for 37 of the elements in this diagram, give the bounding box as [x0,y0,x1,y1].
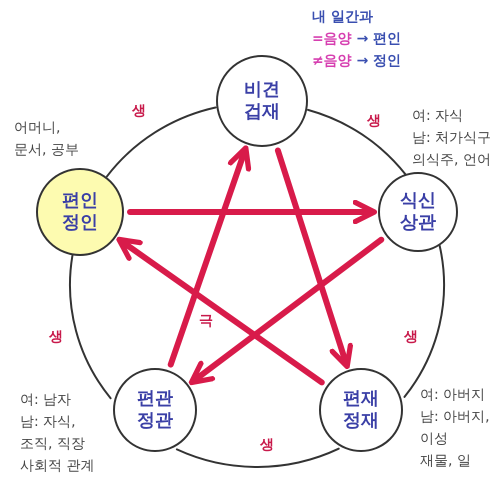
arc-line [176,448,340,468]
edge-label: 생 [132,102,146,120]
node-text: 비견 겁재 [243,79,281,123]
note-text: 여: 남자 [20,391,72,410]
note-text: 여: 아버지 [420,386,486,405]
note-text: 의식주, 언어 [412,151,491,170]
center-label: 극 [199,312,213,330]
note-text: 조직, 직장 [20,435,85,454]
note-text: 남: 자식, [20,413,76,432]
arc-line [307,108,406,176]
rule-text: ≠음양 → 정인 [312,52,402,70]
arrow [116,236,325,386]
note-text: 문서, 공부 [14,141,79,160]
node-text: 편재 정재 [342,388,380,432]
note-text: 사회적 관계 [20,457,94,476]
node-text: 편관 정관 [136,388,174,432]
arrow [127,200,378,224]
arrow [274,148,354,370]
note-text: 남: 아버지, [420,408,490,427]
arrow [188,236,384,386]
edge-label: 생 [260,436,274,454]
arc-line [106,106,216,178]
node-text: 편인 정인 [61,190,99,234]
edge-label: 생 [367,112,381,130]
note-text: 여: 자식 [412,107,464,126]
note-text: 남: 처가식구 [412,129,492,148]
note-text: 어머니, [14,119,60,138]
note-text: 재물, 일 [420,452,471,471]
arc-line [69,254,112,400]
edge-label: 생 [404,328,418,346]
node-text: 식신 상관 [399,190,437,234]
note-heading: 내 일간과 [312,8,373,26]
arrow [168,145,252,368]
arc-line [404,244,445,398]
note-text: 이성 [420,430,448,449]
rule-text: =음양 → 편인 [312,30,402,48]
edge-label: 생 [49,328,63,346]
